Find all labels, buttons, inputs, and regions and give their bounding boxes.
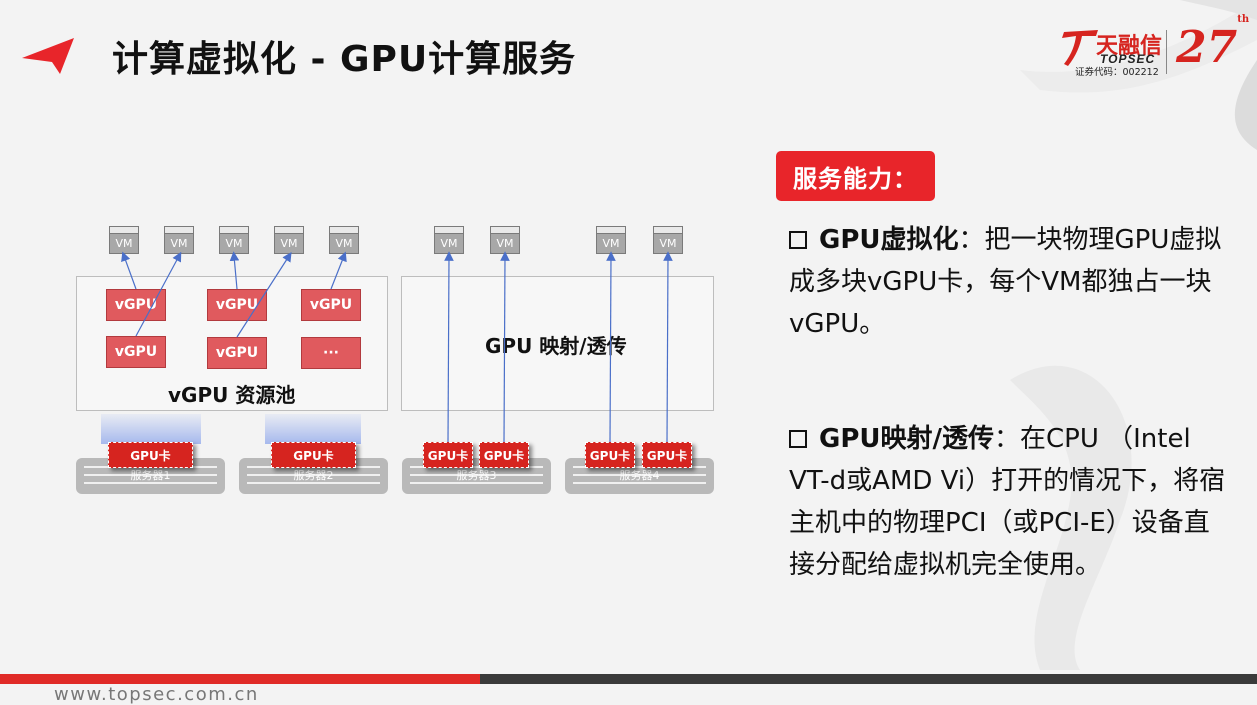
- vgpu-2: vGPU: [207, 289, 267, 321]
- gpu-card-4: GPU卡: [479, 442, 529, 468]
- footer-bar-red: [0, 674, 480, 684]
- gpu-card-3: GPU卡: [423, 442, 473, 468]
- title-arrow-icon: [22, 38, 74, 74]
- server-4-label: 服务器4: [619, 469, 660, 482]
- gpu-card-6: GPU卡: [642, 442, 692, 468]
- anniversary-suffix: th: [1237, 14, 1250, 26]
- vm-3: VM: [219, 226, 249, 254]
- vgpu-4: vGPU: [106, 336, 166, 368]
- beam-1: [101, 414, 201, 444]
- item1-title: GPU虚拟化: [819, 225, 959, 255]
- anniversary-mark: 27th: [1176, 14, 1249, 73]
- passthrough-label: GPU 映射/透传: [485, 334, 627, 358]
- stock-code: 证券代码：002212: [1075, 67, 1159, 78]
- vm-5: VM: [329, 226, 359, 254]
- gpu-card-1: GPU卡: [108, 442, 193, 468]
- vm-6: VM: [434, 226, 464, 254]
- vgpu-1: vGPU: [106, 289, 166, 321]
- server-1: 服务器1: [76, 458, 225, 494]
- vm-2: VM: [164, 226, 194, 254]
- vm-4: VM: [274, 226, 304, 254]
- capability-gpu-virtualization: GPU虚拟化：把一块物理GPU虚拟成多块vGPU卡，每个VM都独占一块vGPU。: [789, 219, 1229, 345]
- vgpu-3: vGPU: [301, 289, 361, 321]
- topsec-logo: [1060, 22, 1250, 82]
- server-2: 服务器2: [239, 458, 388, 494]
- vgpu-pool-label: vGPU 资源池: [168, 383, 296, 407]
- vgpu-more: ···: [301, 337, 361, 369]
- vm-7: VM: [490, 226, 520, 254]
- gpu-card-2: GPU卡: [271, 442, 356, 468]
- service-capability-badge: 服务能力：: [776, 151, 935, 201]
- gpu-diagram: 服务器1 服务器2 服务器3 服务器4 GPU卡 GPU卡 GPU卡 GPU卡 …: [0, 0, 740, 520]
- footer-bar-dark: [480, 674, 1257, 684]
- server-3-label: 服务器3: [456, 469, 497, 482]
- footer-url: www.topsec.com.cn: [54, 684, 259, 705]
- item2-text: ：在CPU （Intel VT-d或AMD Vi）打开的情况下，将宿主机中的物理…: [789, 424, 1226, 580]
- logo-en: TOPSEC: [1100, 52, 1156, 66]
- server-2-label: 服务器2: [293, 469, 334, 482]
- logo-divider: [1166, 30, 1167, 74]
- server-1-label: 服务器1: [130, 469, 171, 482]
- passthrough-pool: [401, 276, 714, 411]
- vm-9: VM: [653, 226, 683, 254]
- vm-1: VM: [109, 226, 139, 254]
- anniversary-number: 27: [1176, 22, 1238, 73]
- item2-title: GPU映射/透传: [819, 424, 995, 454]
- gpu-card-5: GPU卡: [585, 442, 635, 468]
- capability-gpu-passthrough: GPU映射/透传：在CPU （Intel VT-d或AMD Vi）打开的情况下，…: [789, 418, 1229, 586]
- logo-cn: 天融信: [1096, 34, 1163, 59]
- vgpu-5: vGPU: [207, 337, 267, 369]
- page-title: 计算虚拟化 - GPU计算服务: [112, 39, 577, 80]
- beam-2: [265, 414, 361, 444]
- checkbox-square-icon: [789, 231, 807, 249]
- item1-text: ：把一块物理GPU虚拟成多块vGPU卡，每个VM都独占一块vGPU。: [789, 225, 1222, 339]
- topsec-mark-icon: [1062, 30, 1098, 66]
- checkbox-square-icon: [789, 430, 807, 448]
- vm-8: VM: [596, 226, 626, 254]
